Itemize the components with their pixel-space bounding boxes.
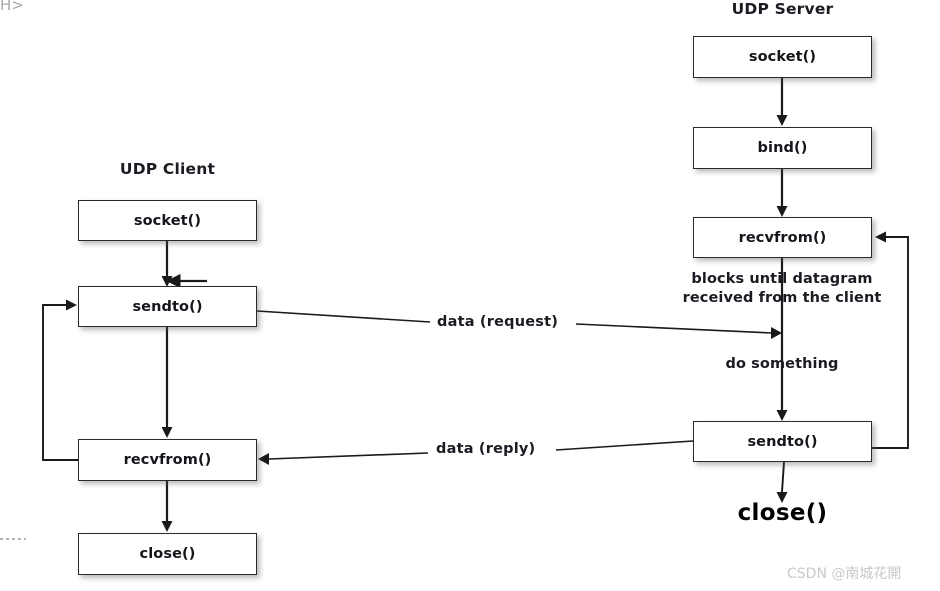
node-server-recvfrom-label: recvfrom() — [738, 229, 827, 246]
node-server-socket-label: socket() — [748, 49, 817, 65]
message-line-reply-right — [555, 440, 694, 451]
message-label-request: data (request) — [437, 314, 559, 330]
annotation-do-something: do something — [725, 356, 839, 372]
node-client-recvfrom[interactable]: recvfrom() — [78, 439, 257, 481]
node-client-socket[interactable]: socket() — [78, 200, 257, 241]
node-client-recvfrom-label: recvfrom() — [123, 452, 212, 468]
loop-server-sendto-to-recvfrom — [872, 236, 909, 449]
node-server-sendto[interactable]: sendto() — [693, 421, 872, 462]
node-client-close[interactable]: close() — [78, 533, 257, 575]
node-server-socket[interactable]: socket() — [693, 36, 872, 78]
message-line-request-left — [256, 310, 431, 323]
scan-artifact-dotted-line — [0, 538, 26, 540]
message-line-reply-left — [268, 452, 429, 460]
node-client-sendto[interactable]: sendto() — [78, 286, 257, 327]
message-line-request-right — [575, 323, 773, 334]
node-client-socket-label: socket() — [133, 212, 202, 229]
node-client-sendto-label: sendto() — [132, 298, 203, 315]
server-column-title: UDP Server — [731, 0, 834, 18]
watermark: CSDN @南城花開 — [787, 566, 902, 582]
client-column-title: UDP Client — [119, 160, 216, 178]
server-close-call: close() — [737, 500, 828, 526]
message-label-reply: data (reply) — [436, 441, 536, 457]
annotation-blocks-until-datagram: blocks until datagram received from the … — [655, 270, 909, 308]
loop-client-recvfrom-to-sendto — [42, 304, 78, 461]
node-server-bind-label: bind() — [757, 140, 808, 156]
scan-artifact-top-left: H> — [0, 0, 24, 14]
annotation-blocks-line-1: blocks until datagram — [691, 271, 873, 287]
annotation-blocks-line-2: received from the client — [682, 290, 882, 306]
node-client-close-label: close() — [139, 546, 196, 562]
node-server-recvfrom[interactable]: recvfrom() — [693, 217, 872, 258]
node-server-bind[interactable]: bind() — [693, 127, 872, 169]
node-server-sendto-label: sendto() — [747, 433, 818, 450]
